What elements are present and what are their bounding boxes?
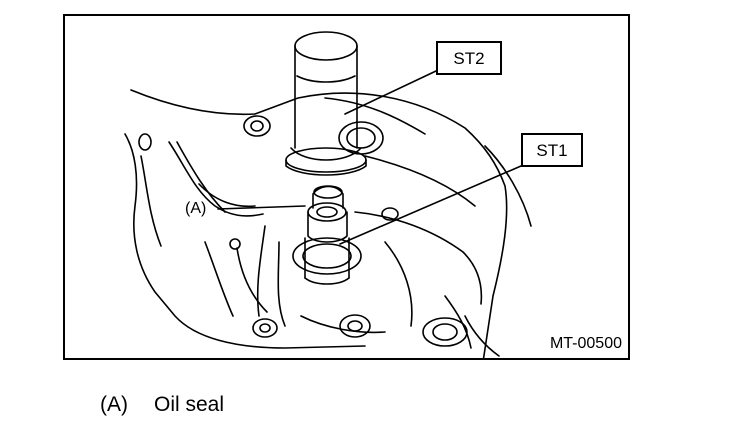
st1-installer — [292, 202, 362, 285]
st2-callout: ST2 — [436, 41, 502, 75]
st1-leader — [339, 165, 522, 245]
oil-seal — [312, 185, 344, 209]
st1-callout: ST1 — [521, 133, 583, 167]
legend: (A) Oil seal — [100, 392, 224, 418]
a-leader — [217, 205, 306, 210]
diagram-figure: ST2 ST1 (A) MT-00500 — [63, 14, 630, 360]
legend-text: Oil seal — [154, 393, 225, 416]
legend-key: (A) — [100, 393, 128, 416]
st2-leader — [344, 70, 437, 115]
transmission-housing — [124, 89, 532, 358]
st2-installer — [285, 31, 367, 176]
figure-code: MT-00500 — [549, 335, 622, 352]
oil-seal-callout: (A) — [185, 200, 207, 217]
transmission-illustration — [124, 31, 532, 358]
